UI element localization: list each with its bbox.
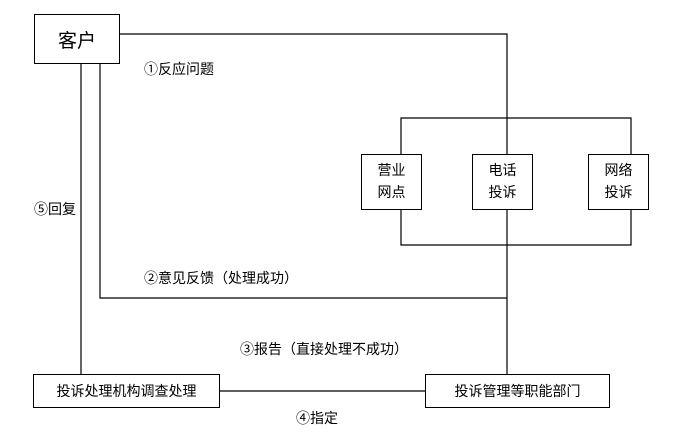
step2-label: ②意见反馈（处理成功）: [144, 271, 298, 287]
phone-complaint-box: 电话 投诉: [472, 154, 533, 210]
complaint-management-dept-box: 投诉管理等职能部门: [425, 374, 610, 408]
step1-label: ①反应问题: [144, 62, 214, 78]
line-client-to-channels: [120, 33, 508, 118]
phone-complaint-line1: 电话: [488, 163, 517, 179]
channel-group-bottom: [400, 210, 632, 246]
business-outlet-line2: 网点: [377, 185, 406, 201]
step5-label: ⑤回复: [34, 202, 76, 218]
online-complaint-line2: 投诉: [604, 185, 633, 201]
online-complaint-box: 网络 投诉: [588, 154, 649, 210]
line-feedback-to-client: [99, 64, 507, 299]
business-outlet-box: 营业 网点: [361, 154, 422, 210]
step4-label: ④指定: [296, 411, 338, 427]
complaint-management-dept-label: 投诉管理等职能部门: [454, 384, 581, 400]
client-label: 客户: [57, 29, 96, 52]
online-complaint-line1: 网络: [604, 163, 633, 179]
complaint-processing-org-label: 投诉处理机构调查处理: [56, 384, 197, 400]
step3-label: ③报告（直接处理不成功）: [240, 342, 408, 358]
complaint-processing-org-box: 投诉处理机构调查处理: [33, 374, 220, 408]
phone-complaint-line2: 投诉: [488, 185, 517, 201]
channel-group-top: [400, 117, 632, 154]
business-outlet-line1: 营业: [377, 163, 406, 179]
client-box: 客户: [34, 14, 120, 64]
